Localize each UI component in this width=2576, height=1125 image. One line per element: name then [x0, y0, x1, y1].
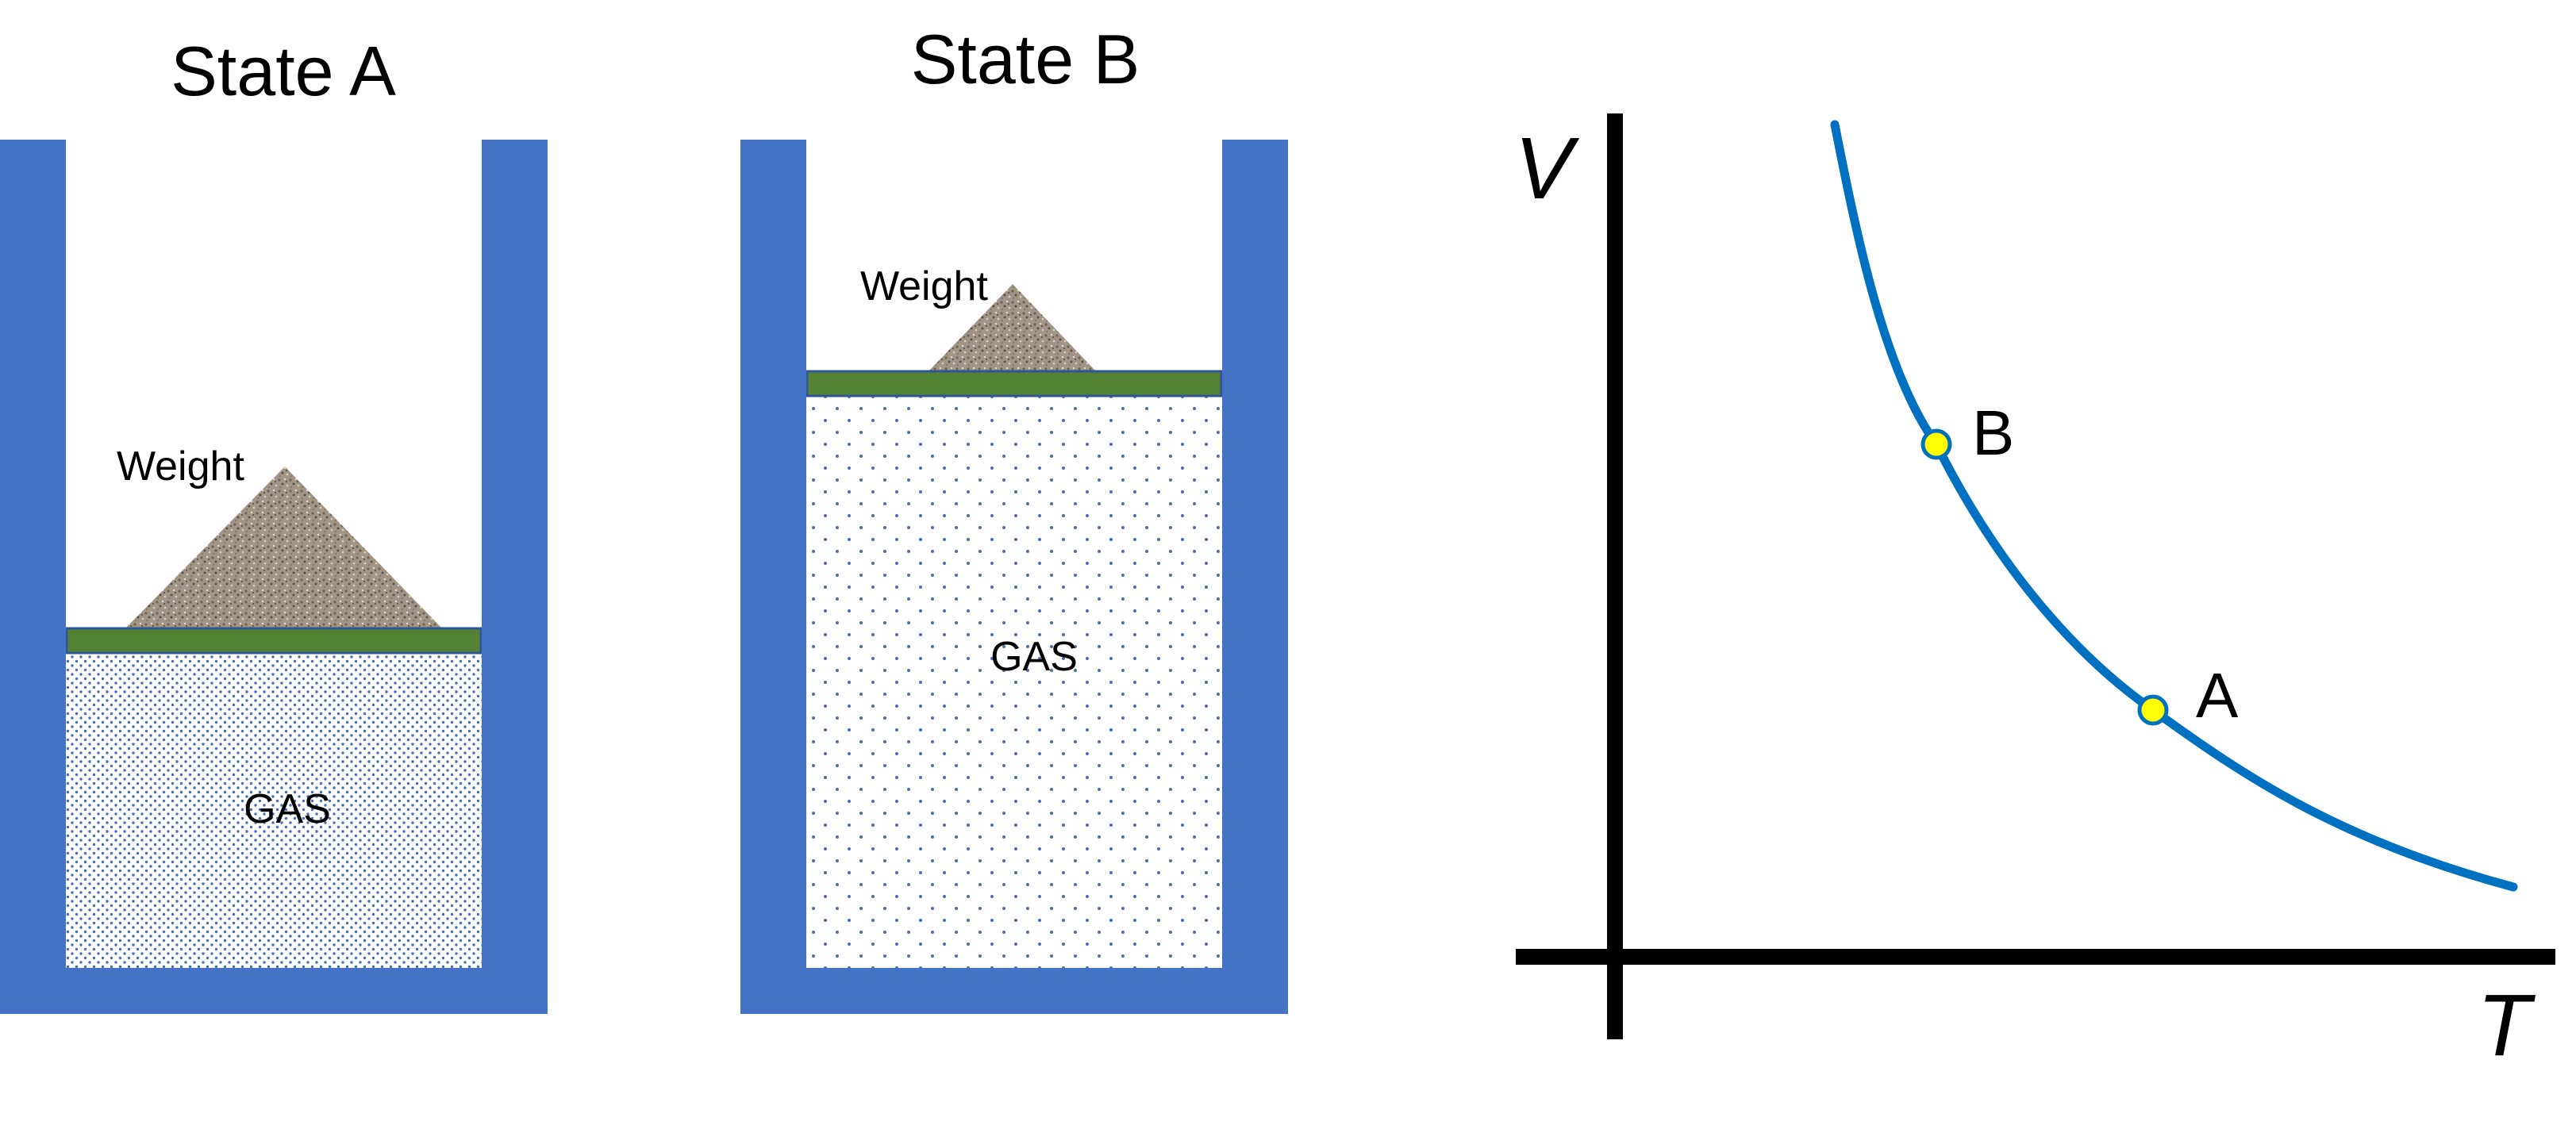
y-axis-label: V	[1514, 120, 1579, 217]
state-a-apparatus: State A GAS Weight	[0, 32, 548, 1014]
state-a-gas-label: GAS	[244, 786, 331, 832]
state-a-gas-region	[66, 655, 482, 968]
curve	[1830, 120, 2518, 892]
state-a-weight-label: Weight	[117, 443, 244, 490]
point-b-marker	[1920, 428, 1952, 460]
state-b-weight-label: Weight	[860, 263, 988, 309]
vt-graph: V T B A	[1514, 113, 2555, 1074]
state-b-gas-region	[806, 397, 1222, 968]
state-b-gas-label: GAS	[990, 634, 1078, 680]
state-b-apparatus: State B GAS Weight	[740, 20, 1288, 1014]
state-b-weight	[929, 284, 1096, 371]
state-a-weight	[125, 467, 442, 628]
state-a-title: State A	[171, 32, 396, 110]
x-axis-label: T	[2477, 977, 2536, 1074]
state-b-cylinder	[740, 140, 1288, 1014]
point-b: B	[1920, 397, 2014, 468]
point-a-label: A	[2196, 660, 2239, 731]
point-a: A	[2137, 660, 2239, 731]
state-a-cylinder	[0, 140, 548, 1014]
state-a-piston	[65, 627, 483, 655]
state-b-piston	[805, 370, 1223, 397]
point-a-marker	[2137, 694, 2169, 726]
state-b-title: State B	[911, 20, 1140, 98]
point-b-label: B	[1972, 397, 2014, 468]
